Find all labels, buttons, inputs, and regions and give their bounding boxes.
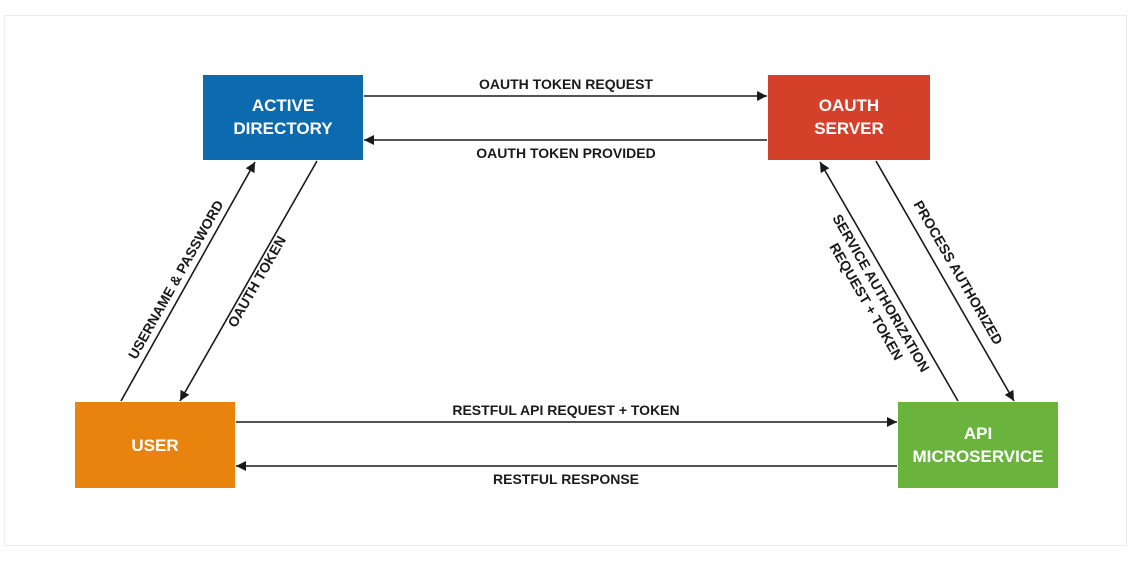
restful-api-request-label: RESTFUL API REQUEST + TOKEN [452,402,679,418]
diagram-frame [4,15,1127,546]
active-directory-label-line2: DIRECTORY [233,119,333,138]
active-directory-label-line1: ACTIVE [252,96,314,115]
api-microservice-label-line1: API [964,424,992,443]
oauth-token-provided-label: OAUTH TOKEN PROVIDED [476,145,655,161]
oauth-server-label-line1: OAUTH [819,96,879,115]
oauth-token-label: OAUTH TOKEN [224,233,289,330]
active-directory-box [203,75,363,160]
username-password-arrow [120,161,256,402]
node-active-directory: ACTIVE DIRECTORY [203,75,363,160]
oauth-server-label-line2: SERVER [814,119,884,138]
username-password-label: USERNAME & PASSWORD [125,197,227,361]
process-authorized-arrow [875,160,1015,402]
node-user: USER [75,402,235,488]
api-microservice-box [898,402,1058,488]
oauth-server-box [768,75,930,160]
user-label: USER [131,436,178,455]
process-authorized-label: PROCESS AUTHORIZED [910,198,1006,348]
oauth-token-arrow [179,160,318,402]
service-authorization-label-line1: SERVICE AUTHORIZATION [829,211,933,374]
api-microservice-label-line2: MICROSERVICE [913,447,1044,466]
restful-response-label: RESTFUL RESPONSE [493,471,639,487]
node-oauth-server: OAUTH SERVER [768,75,930,160]
oauth-token-request-label: OAUTH TOKEN REQUEST [479,76,653,92]
service-authorization-arrow [819,161,959,402]
node-api-microservice: API MICROSERVICE [898,402,1058,488]
user-box [75,402,235,488]
